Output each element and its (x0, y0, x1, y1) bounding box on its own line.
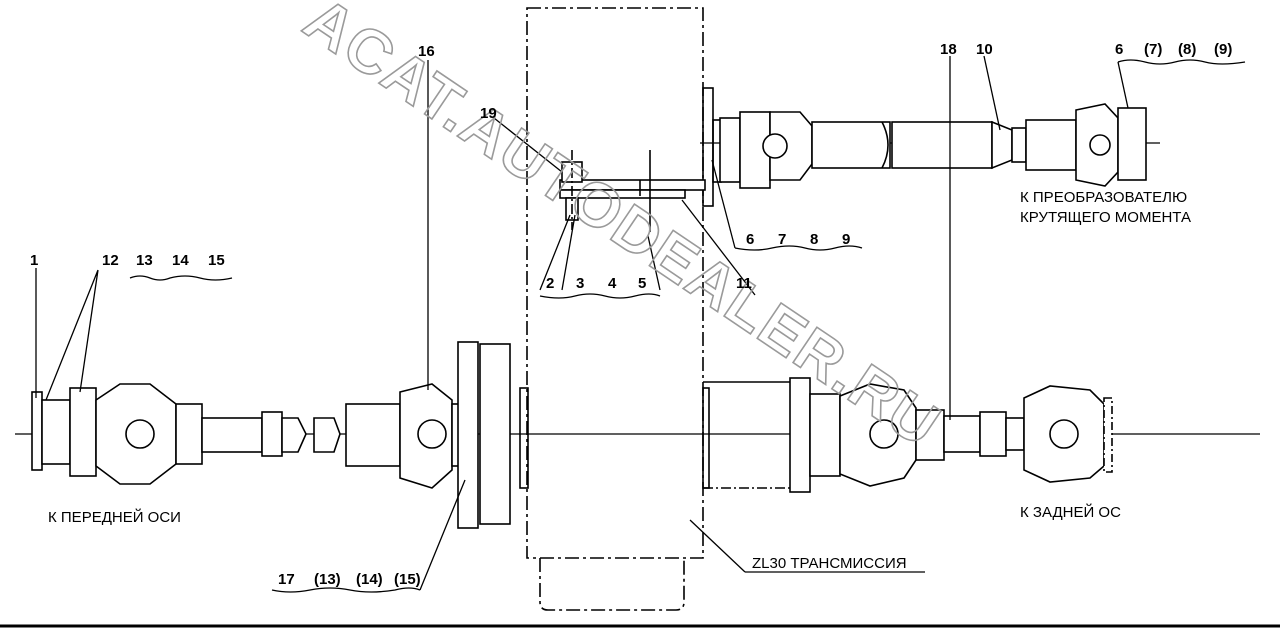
callout-15-lower: (15) (394, 571, 421, 588)
callout-17: 17 (278, 571, 295, 588)
transmission-housing (519, 7, 722, 611)
callout-15: 15 (208, 252, 225, 269)
callout-6-upper: 6 (1115, 41, 1123, 58)
caption-converter-line1: К ПРЕОБРАЗОВАТЕЛЮ (1020, 189, 1187, 206)
caption-converter-line2: КРУТЯЩЕГО МОМЕНТА (1020, 209, 1191, 226)
callout-16: 16 (418, 43, 435, 60)
leader-lines (35, 55, 1246, 593)
callout-8-upper: (8) (1178, 41, 1196, 58)
callout-14-lower: (14) (356, 571, 383, 588)
upper-driveshaft (700, 103, 1160, 189)
callout-19: 19 (480, 105, 497, 122)
callout-12: 12 (102, 252, 119, 269)
callout-7-upper: (7) (1144, 41, 1162, 58)
caption-front-axle: К ПЕРЕДНЕЙ ОСИ (48, 508, 181, 526)
callout-5: 5 (638, 275, 646, 292)
callout-8-lower: 8 (810, 231, 818, 248)
callout-6-lower: 6 (746, 231, 754, 248)
caption-transmission: ZL30 ТРАНСМИССИЯ (752, 555, 907, 572)
callout-13: 13 (136, 252, 153, 269)
callout-2: 2 (546, 275, 554, 292)
callout-7-lower: 7 (778, 231, 786, 248)
callout-9-lower: 9 (842, 231, 850, 248)
callout-4: 4 (608, 275, 617, 292)
callout-18: 18 (940, 41, 957, 58)
callout-3: 3 (576, 275, 584, 292)
watermark-text: ACAT.AUTODEALER.RU (292, 0, 952, 461)
rear-driveshaft (703, 377, 1113, 493)
callout-9-upper: (9) (1214, 41, 1232, 58)
front-driveshaft (15, 341, 1260, 529)
callout-14: 14 (172, 252, 189, 269)
callout-13-lower: (13) (314, 571, 341, 588)
callout-10: 10 (976, 41, 993, 58)
callout-11: 11 (736, 275, 752, 292)
caption-rear-axle: К ЗАДНЕЙ ОС (1020, 503, 1121, 521)
callout-1: 1 (30, 252, 38, 269)
